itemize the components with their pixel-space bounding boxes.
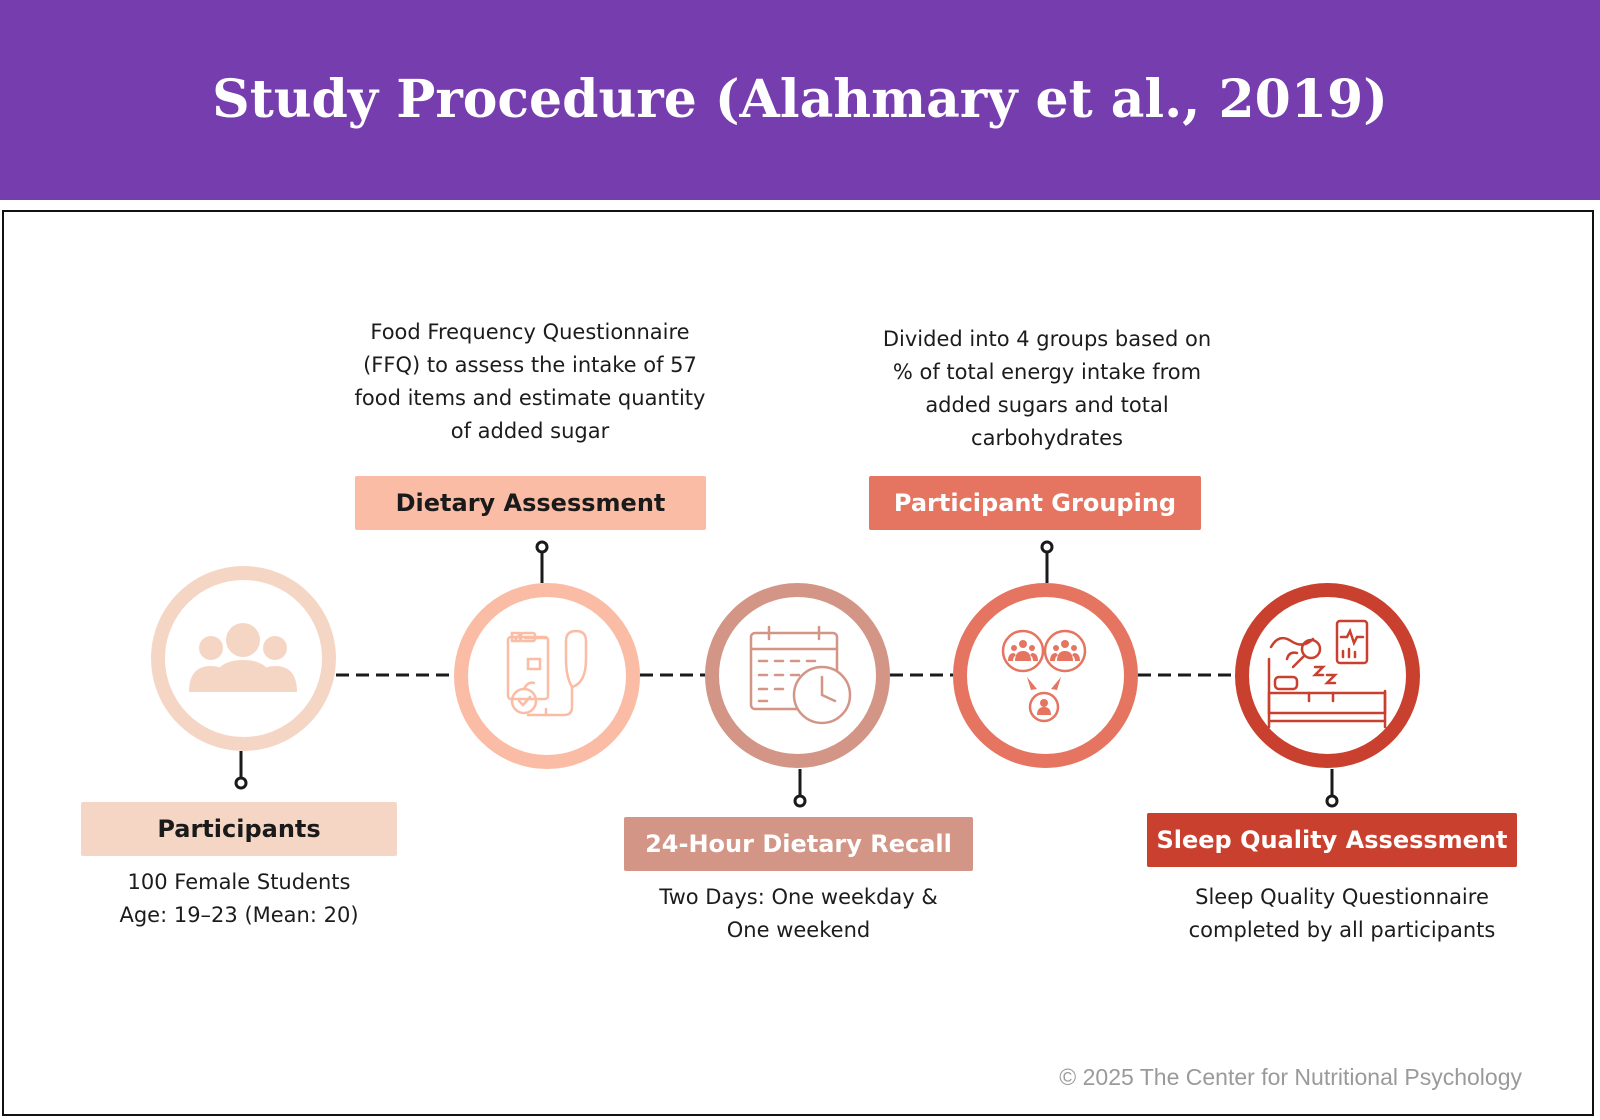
step-participants-description: 100 Female Students Age: 19–23 (Mean: 20… — [81, 866, 397, 932]
step-dietary-assessment-description: Food Frequency Questionnaire (FFQ) to as… — [342, 316, 718, 448]
step-sleep-quality-label: Sleep Quality Assessment — [1147, 813, 1517, 867]
description-line: of added sugar — [450, 419, 610, 443]
step-grouping-description: Divided into 4 groups based on % of tota… — [850, 323, 1244, 455]
clipboard-stethoscope-apple-icon — [506, 629, 588, 717]
step-dietary-assessment-label: Dietary Assessment — [355, 476, 706, 530]
calendar-clock-icon — [749, 625, 852, 725]
stem-dot — [1040, 540, 1054, 554]
description-line: added sugars and total — [925, 393, 1169, 417]
page-title: Study Procedure (Alahmary et al., 2019) — [212, 69, 1388, 130]
description-line: food items and estimate quantity — [354, 386, 706, 410]
bed-sleep-monitor-icon — [1267, 619, 1387, 729]
group-split-icon — [1001, 629, 1087, 723]
people-group-icon — [189, 623, 297, 692]
step-grouping-label: Participant Grouping — [869, 476, 1201, 530]
stem-dot — [535, 540, 549, 554]
description-line: Food Frequency Questionnaire — [370, 320, 690, 344]
description-line: Two Days: One weekday & — [659, 885, 938, 909]
description-line: Sleep Quality Questionnaire — [1195, 885, 1489, 909]
header-banner: Study Procedure (Alahmary et al., 2019) — [0, 0, 1600, 200]
stem-dot — [234, 776, 248, 790]
description-line: (FFQ) to assess the intake of 57 — [363, 353, 697, 377]
step-24h-recall-label: 24-Hour Dietary Recall — [624, 817, 973, 871]
step-sleep-quality-circle — [1235, 583, 1420, 768]
step-24h-recall-circle — [705, 583, 890, 768]
stem-dot — [793, 794, 807, 808]
step-24h-recall-description: Two Days: One weekday & One weekend — [624, 881, 973, 947]
step-participants-label: Participants — [81, 802, 397, 856]
description-line: One weekend — [726, 918, 871, 942]
step-participants-circle — [151, 566, 336, 751]
description-line: Divided into 4 groups based on — [882, 327, 1212, 351]
step-grouping-circle — [953, 583, 1138, 768]
description-line: completed by all participants — [1188, 918, 1496, 942]
description-line: 100 Female Students — [127, 870, 351, 894]
stem-dot — [1325, 794, 1339, 808]
step-sleep-quality-description: Sleep Quality Questionnaire completed by… — [1163, 881, 1521, 947]
description-line: carbohydrates — [971, 426, 1123, 450]
description-line: % of total energy intake from — [892, 360, 1202, 384]
description-line: Age: 19–23 (Mean: 20) — [119, 903, 359, 927]
copyright-notice: © 2025 The Center for Nutritional Psycho… — [1059, 1064, 1522, 1090]
step-dietary-assessment-circle — [454, 583, 640, 769]
